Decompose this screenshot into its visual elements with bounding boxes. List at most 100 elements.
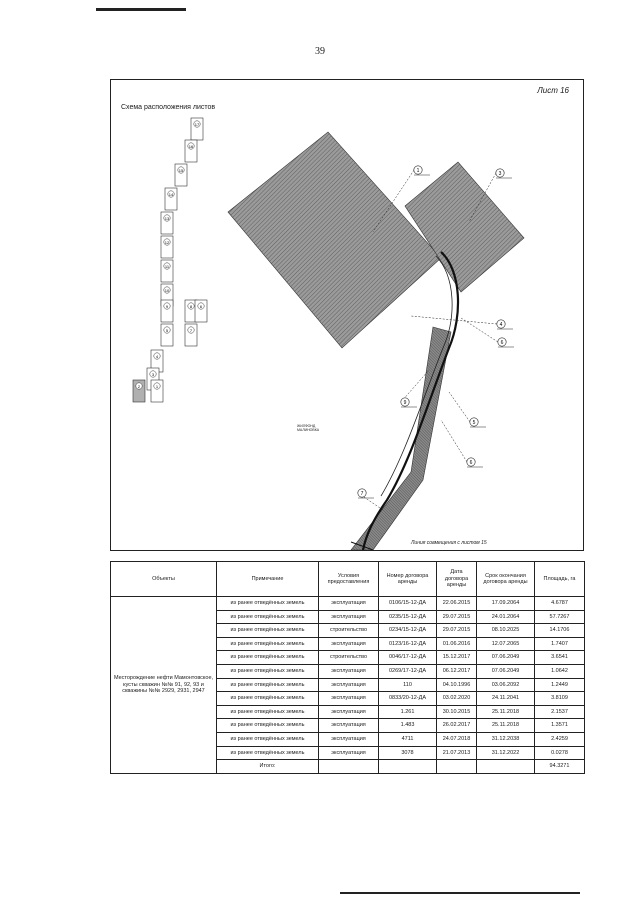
- table-cell: [378, 759, 437, 774]
- sheet-cell-marker: [187, 142, 195, 150]
- table-cell: 04.10.1996: [436, 677, 477, 693]
- table-cell: 1.483: [378, 718, 437, 733]
- table-row: Месторождение нефти Мамонтовское, кусты …: [110, 596, 585, 774]
- table-cell: эксплуатация: [318, 636, 379, 652]
- table-cell: из ранее отведённых земель: [216, 731, 319, 747]
- table-cell: 30.10.2015: [436, 704, 477, 720]
- table-cell: 14.1706: [534, 623, 585, 638]
- callout-circle: [357, 488, 367, 498]
- table-cell: 0269/17-12-ДА: [378, 663, 437, 679]
- sheet-cell-label: 16: [189, 144, 194, 149]
- table-cell: 2.1537: [534, 704, 585, 720]
- table-cell: 31.12.2022: [476, 745, 535, 761]
- sheet-cell-label: 14: [169, 192, 174, 197]
- table-cell: 31.12.2038: [476, 731, 535, 747]
- table-cell: 1.3571: [534, 718, 585, 733]
- sheet-label: Лист 16: [537, 86, 569, 95]
- table-total-row: Итого:94.3271: [111, 759, 585, 774]
- sheet-cell-label: 2: [138, 384, 141, 389]
- footer-rule: [340, 892, 580, 894]
- callout-circle: [495, 168, 505, 178]
- table-cell: 3.8109: [534, 691, 585, 706]
- sheet-cell-marker: [163, 326, 171, 334]
- table-body: Месторождение нефти Мамонтовское, кусты …: [110, 596, 585, 774]
- sheet-cell-label: 10: [165, 288, 170, 293]
- table-cell: 0.0278: [534, 745, 585, 761]
- total-value: 94.3271: [534, 759, 585, 774]
- table-cell: 0234/15-12-ДА: [378, 623, 437, 638]
- table-cell: эксплуатация: [318, 704, 379, 720]
- table-cell: 0235/15-12-ДА: [378, 609, 437, 625]
- callout-label: 6: [501, 340, 504, 346]
- table-cell: 07.06.2049: [476, 663, 535, 679]
- table-cell: 24.11.2041: [476, 691, 535, 706]
- match-line: [350, 541, 374, 550]
- page-number: 39: [315, 46, 325, 57]
- object-name-cell: Месторождение нефти Мамонтовское, кусты …: [110, 596, 217, 774]
- sheet-cell-marker: [163, 302, 171, 310]
- table-cell: эксплуатация: [318, 718, 379, 733]
- col-header: Объекты: [110, 561, 217, 597]
- table-cell: строительство: [318, 650, 379, 665]
- sheet-cell-label: 8: [190, 304, 193, 309]
- table-cell: строительство: [318, 623, 379, 638]
- road-corridor: [350, 326, 452, 550]
- table-cell: 3.6541: [534, 650, 585, 665]
- table-cell: 3078: [378, 745, 437, 761]
- scheme-title: Схема расположения листов: [121, 104, 216, 111]
- callout-leader: [468, 172, 497, 223]
- sheet-cell-label: 17: [195, 122, 200, 127]
- table-cell: 29.07.2015: [436, 609, 477, 625]
- callout-leader: [460, 317, 499, 343]
- sheet-cell-label: 3: [152, 372, 155, 377]
- pipeline-line-secondary: [380, 255, 453, 497]
- sheet-cell-marker: [163, 238, 171, 246]
- sheet-cell-label: 15: [179, 168, 184, 173]
- table-cell: 08.10.2025: [476, 623, 535, 638]
- table-cell: из ранее отведённых земель: [216, 596, 319, 611]
- table-cell: 01.06.2016: [436, 636, 477, 652]
- sheet-cell-marker: [163, 286, 171, 294]
- table-cell: 4.6787: [534, 596, 585, 611]
- callout-circle: [413, 165, 423, 175]
- col-header: Номер договора аренды: [378, 561, 437, 597]
- table-cell: 24.01.2064: [476, 609, 535, 625]
- callout-label: 5: [473, 420, 476, 426]
- sheet-cell-marker: [135, 382, 143, 390]
- sheet-cell-marker: [187, 302, 195, 310]
- table-cell: 25.11.2018: [476, 718, 535, 733]
- sheet-cell-label: 13: [165, 216, 170, 221]
- sheet-cell-marker: [187, 326, 195, 334]
- table-cell: 1.261: [378, 704, 437, 720]
- sheet-cell-marker: [149, 370, 157, 378]
- sheet-cell-label: 6: [200, 304, 203, 309]
- table-cell: 0046/17-12-ДА: [378, 650, 437, 665]
- sheet-cell-label: 4: [156, 354, 159, 359]
- sheet-cell-marker: [177, 166, 185, 174]
- callout-circle: [497, 337, 507, 347]
- callout-label: 9: [404, 400, 407, 406]
- table-cell: эксплуатация: [318, 609, 379, 625]
- table-cell: из ранее отведённых земель: [216, 663, 319, 679]
- table-cell: 1.0642: [534, 663, 585, 679]
- table-cell: из ранее отведённых земель: [216, 677, 319, 693]
- sheet-cell-label: 7: [190, 328, 193, 333]
- col-header: Примечание: [216, 561, 319, 597]
- callout-label: 7: [361, 491, 364, 497]
- table-header-row: Объекты Примечание Условия предоставлени…: [110, 561, 585, 597]
- table-cell: 03.02.2020: [436, 691, 477, 706]
- table-cell: из ранее отведённых земель: [216, 650, 319, 665]
- col-header: Срок окончания договора аренды: [476, 561, 535, 597]
- callout-label: 4: [500, 322, 503, 328]
- sheet-cell-label: 12: [165, 240, 170, 245]
- table-cell: эксплуатация: [318, 663, 379, 679]
- sheet-cell-marker: [193, 120, 201, 128]
- lease-table: Объекты Примечание Условия предоставлени…: [110, 561, 585, 774]
- table-cell: 17.09.2064: [476, 596, 535, 611]
